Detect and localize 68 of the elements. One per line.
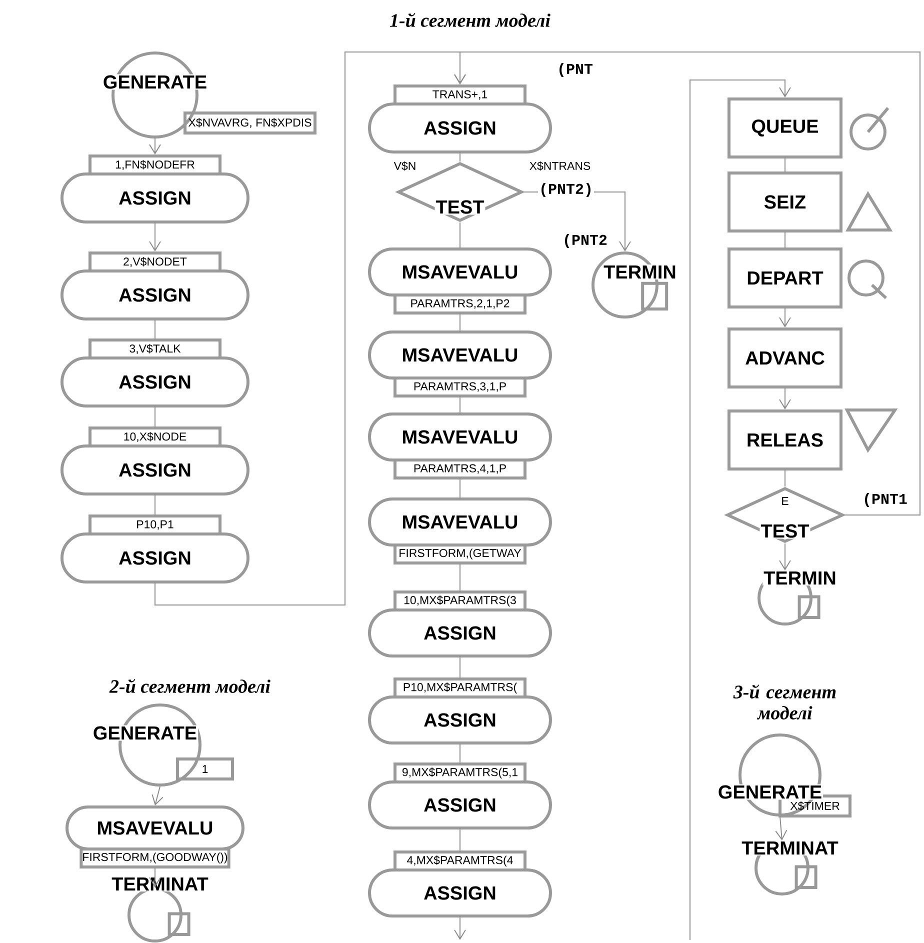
circle-block: GENERATE X$TIMER (716, 734, 852, 818)
rounded-block: 9,MX$PARAMTRS(5,1 ASSIGN (368, 762, 552, 830)
circle-block: TERMIN (592, 252, 678, 318)
node-label: X$NVAVRG, FN$XPDIS (188, 118, 312, 128)
node-label: FIRSTFORM,(GOODWAY()) (83, 852, 228, 864)
beside-label: (PNT2 (562, 233, 608, 249)
node-label: 1,FN$NODEFR (116, 160, 194, 170)
connector (149, 138, 161, 154)
node-label: 3,V$TALK (130, 344, 181, 354)
connector (779, 308, 791, 328)
connector (149, 868, 161, 888)
node-label: 10,MX$PARAMTRS(3 (404, 596, 516, 606)
node-label: TERMINAT (112, 877, 208, 891)
rounded-block: MSAVEVALU FIRSTFORM,(GOODWAY()) (66, 806, 244, 868)
connector (154, 407, 156, 427)
rounded-block: P10,MX$PARAMTRS( ASSIGN (368, 678, 552, 744)
rounded-block: 10,MX$PARAMTRS(3 ASSIGN (368, 590, 552, 658)
connector (779, 388, 791, 410)
rounded-block: 2,V$NODET ASSIGN (60, 252, 250, 320)
node-label: TRANS+,1 (432, 90, 488, 100)
node-label: 9,MX$PARAMTRS(5,1 (402, 768, 518, 778)
connector (154, 320, 156, 339)
rounded-block: P10,P1 ASSIGN (60, 514, 250, 584)
connector (784, 158, 786, 172)
circle-block: TERMINAT (110, 876, 210, 942)
rectangle-block: QUEUE (728, 98, 842, 158)
rounded-block: MSAVEVALU FIRSTFORM,(GETWAY (368, 498, 552, 564)
node-label: 1 (202, 765, 208, 773)
segment-heading: 1-й сегмент моделі (390, 13, 550, 27)
circle-block: GENERATE 1 (92, 704, 234, 786)
connector (454, 917, 466, 940)
node-label: PARAMTRS,4,1,P (414, 464, 506, 474)
rectangle-block: DEPART (728, 248, 842, 308)
edge-label: (PNT2) (538, 182, 594, 198)
node-label: FIRSTFORM,(GETWAY (400, 548, 522, 560)
connector (154, 495, 156, 515)
rectangle-block: ADVANC (728, 328, 842, 388)
rounded-block: 10,X$NODE ASSIGN (60, 426, 250, 496)
connector (779, 543, 791, 570)
rounded-block: MSAVEVALU PARAMTRS,2,1,P2 (368, 248, 552, 314)
connector (149, 223, 161, 252)
connector (152, 786, 164, 806)
pointer-label: (PNT (560, 63, 593, 77)
connector (690, 80, 791, 940)
node-label: 4,MX$PARAMTRS(4 (407, 856, 513, 866)
rounded-block: 4,MX$PARAMTRS(4 ASSIGN (368, 850, 552, 918)
connector (454, 52, 920, 516)
rounded-block: MSAVEVALU PARAMTRS,4,1,P (368, 412, 552, 480)
rounded-block: MSAVEVALU PARAMTRS,3,1,P (368, 330, 552, 398)
node-label: 2,V$NODET (124, 257, 187, 268)
circle-block: TERMIN (758, 570, 838, 626)
rounded-block: 3,V$TALK ASSIGN (60, 338, 250, 408)
rounded-block: TRANS+,1 ASSIGN (368, 84, 552, 154)
node-label: P10,P1 (137, 520, 174, 530)
node-label: P10,MX$PARAMTRS( (404, 682, 518, 694)
rectangle-block: RELEAS (728, 410, 842, 470)
connector (775, 816, 788, 840)
circle-block: TERMINAT (740, 840, 840, 896)
node-label: PARAMTRS,3,1,P (414, 382, 506, 392)
rounded-block: 1,FN$NODEFR ASSIGN (60, 154, 250, 224)
edge-label: (PNT1 (862, 492, 908, 508)
node-label: X$NTRANS (530, 161, 590, 171)
connector (784, 470, 786, 487)
node-label: PARAMTRS,2,1,P2 (411, 299, 510, 309)
rectangle-block: SEIZ (728, 172, 842, 232)
circle-block: GENERATE X$NVAVRG, FN$XPDIS (102, 52, 316, 138)
connector (784, 232, 786, 248)
node-label: 10,X$NODE (124, 432, 186, 442)
